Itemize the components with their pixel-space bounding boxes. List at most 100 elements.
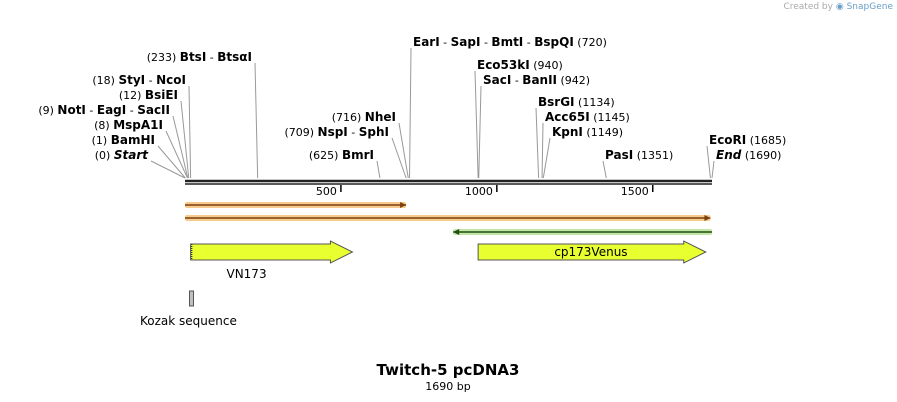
site-name: BmrI bbox=[342, 148, 374, 162]
axis-tick-label: 1500 bbox=[621, 185, 649, 198]
restriction-site[interactable]: (709) NspI - SphI bbox=[284, 125, 389, 139]
site-name: EarI bbox=[413, 35, 440, 49]
primer-forward[interactable] bbox=[185, 202, 407, 208]
site-name: NheI bbox=[365, 110, 396, 124]
restriction-site[interactable]: Acc65I (1145) bbox=[545, 110, 630, 124]
site-name: BmtI bbox=[491, 35, 523, 49]
site-position: (18) bbox=[92, 74, 115, 87]
map-title: Twitch-5 pcDNA3 bbox=[377, 361, 520, 379]
restriction-site[interactable]: (0) Start bbox=[95, 148, 149, 162]
axis-ticks: 500 1000 1500 bbox=[316, 185, 654, 198]
site-name: BamHI bbox=[111, 133, 155, 147]
restriction-site[interactable]: (1) BamHI bbox=[92, 133, 155, 147]
site-name: BsiEI bbox=[145, 88, 178, 102]
site-name: NcoI bbox=[156, 73, 186, 87]
site-position: (942) bbox=[561, 74, 591, 87]
site-position: (716) bbox=[332, 111, 362, 124]
site-name: SphI bbox=[359, 125, 389, 139]
site-name: SacII bbox=[137, 103, 170, 117]
site-leader-line bbox=[478, 85, 482, 179]
site-leader-line bbox=[165, 130, 188, 179]
site-leader-line bbox=[541, 122, 544, 179]
site-leader-line bbox=[172, 115, 189, 179]
site-labels: (0) Start(1) BamHI(8) MspA1I(9) NotI - E… bbox=[38, 35, 786, 162]
site-name: EagI bbox=[97, 103, 126, 117]
restriction-site[interactable]: (233) BtsI - BtsαI bbox=[147, 50, 252, 64]
feature-label: cp173Venus bbox=[554, 245, 627, 259]
site-name: NspI bbox=[318, 125, 348, 139]
site-name: SapI bbox=[451, 35, 481, 49]
arrow-right-icon bbox=[704, 215, 711, 221]
site-name: NotI bbox=[57, 103, 86, 117]
site-leader-line bbox=[409, 47, 412, 179]
site-leader-line bbox=[157, 145, 186, 179]
feature-cp173venus[interactable]: cp173Venus bbox=[477, 240, 707, 264]
primer-reverse[interactable] bbox=[453, 229, 712, 235]
restriction-site[interactable]: (9) NotI - EagI - SacII bbox=[38, 103, 170, 117]
restriction-site[interactable]: (8) MspA1I bbox=[94, 118, 163, 132]
restriction-site[interactable]: End (1690) bbox=[716, 148, 781, 162]
restriction-site[interactable]: (18) StyI - NcoI bbox=[92, 73, 186, 87]
primer-forward[interactable] bbox=[185, 215, 711, 221]
site-position: (12) bbox=[119, 89, 142, 102]
site-name: BtsαI bbox=[217, 50, 252, 64]
feature-vn173[interactable]: VN173 bbox=[190, 240, 354, 281]
site-leader-line bbox=[602, 160, 607, 179]
site-lines bbox=[150, 47, 715, 179]
site-leader-line bbox=[376, 160, 381, 179]
backbone bbox=[185, 179, 712, 185]
site-leader-line bbox=[150, 160, 186, 179]
restriction-site[interactable]: (12) BsiEI bbox=[119, 88, 178, 102]
site-name: Start bbox=[114, 148, 149, 162]
site-leader-line bbox=[542, 137, 551, 179]
site-leader-line bbox=[706, 145, 711, 179]
site-position: (0) bbox=[95, 149, 111, 162]
site-name: MspA1I bbox=[113, 118, 163, 132]
site-name: Eco53kI bbox=[477, 58, 530, 72]
site-leader-line bbox=[254, 62, 259, 179]
site-position: (1685) bbox=[750, 134, 787, 147]
site-name: SacI bbox=[483, 73, 511, 87]
snapgene-logo-icon: ◉ bbox=[835, 2, 844, 12]
site-leader-line bbox=[474, 70, 479, 179]
restriction-site[interactable]: BsrGI (1134) bbox=[538, 95, 615, 109]
site-position: (233) bbox=[147, 51, 177, 64]
restriction-site[interactable]: Eco53kI (940) bbox=[477, 58, 563, 72]
site-position: (709) bbox=[284, 126, 314, 139]
site-leader-line bbox=[188, 85, 192, 179]
site-position: (1149) bbox=[586, 126, 623, 139]
feature-kozak-sequence[interactable]: Kozak sequence bbox=[140, 290, 237, 328]
restriction-site[interactable]: EcoRI (1685) bbox=[709, 133, 786, 147]
axis-tick-label: 1000 bbox=[465, 185, 493, 198]
restriction-site[interactable]: KpnI (1149) bbox=[552, 125, 623, 139]
site-position: (1351) bbox=[637, 149, 674, 162]
site-name: PasI bbox=[605, 148, 633, 162]
restriction-site[interactable]: PasI (1351) bbox=[605, 148, 673, 162]
restriction-site[interactable]: (716) NheI bbox=[332, 110, 396, 124]
arrow-left-icon bbox=[453, 229, 460, 235]
site-leader-line bbox=[398, 122, 409, 179]
feature-label: Kozak sequence bbox=[140, 314, 237, 328]
site-leader-line bbox=[180, 100, 190, 179]
feature-label: VN173 bbox=[226, 267, 266, 281]
site-position: (1145) bbox=[593, 111, 630, 124]
site-position: (9) bbox=[38, 104, 54, 117]
snapgene-credit: Created by ◉ SnapGene bbox=[783, 2, 893, 12]
map-length: 1690 bp bbox=[425, 380, 470, 393]
axis-tick-label: 500 bbox=[316, 185, 337, 198]
restriction-site[interactable]: SacI - BanII (942) bbox=[483, 73, 590, 87]
site-name: KpnI bbox=[552, 125, 583, 139]
site-leader-line bbox=[711, 160, 715, 179]
site-name: BspQI bbox=[534, 35, 574, 49]
site-name: End bbox=[716, 148, 742, 162]
site-name: BsrGI bbox=[538, 95, 575, 109]
site-position: (1) bbox=[92, 134, 108, 147]
restriction-site[interactable]: EarI - SapI - BmtI - BspQI (720) bbox=[413, 35, 607, 49]
site-leader-line bbox=[535, 107, 540, 179]
site-name: Acc65I bbox=[545, 110, 590, 124]
site-position: (940) bbox=[533, 59, 563, 72]
site-name: BtsI bbox=[180, 50, 207, 64]
restriction-site[interactable]: (625) BmrI bbox=[309, 148, 374, 162]
